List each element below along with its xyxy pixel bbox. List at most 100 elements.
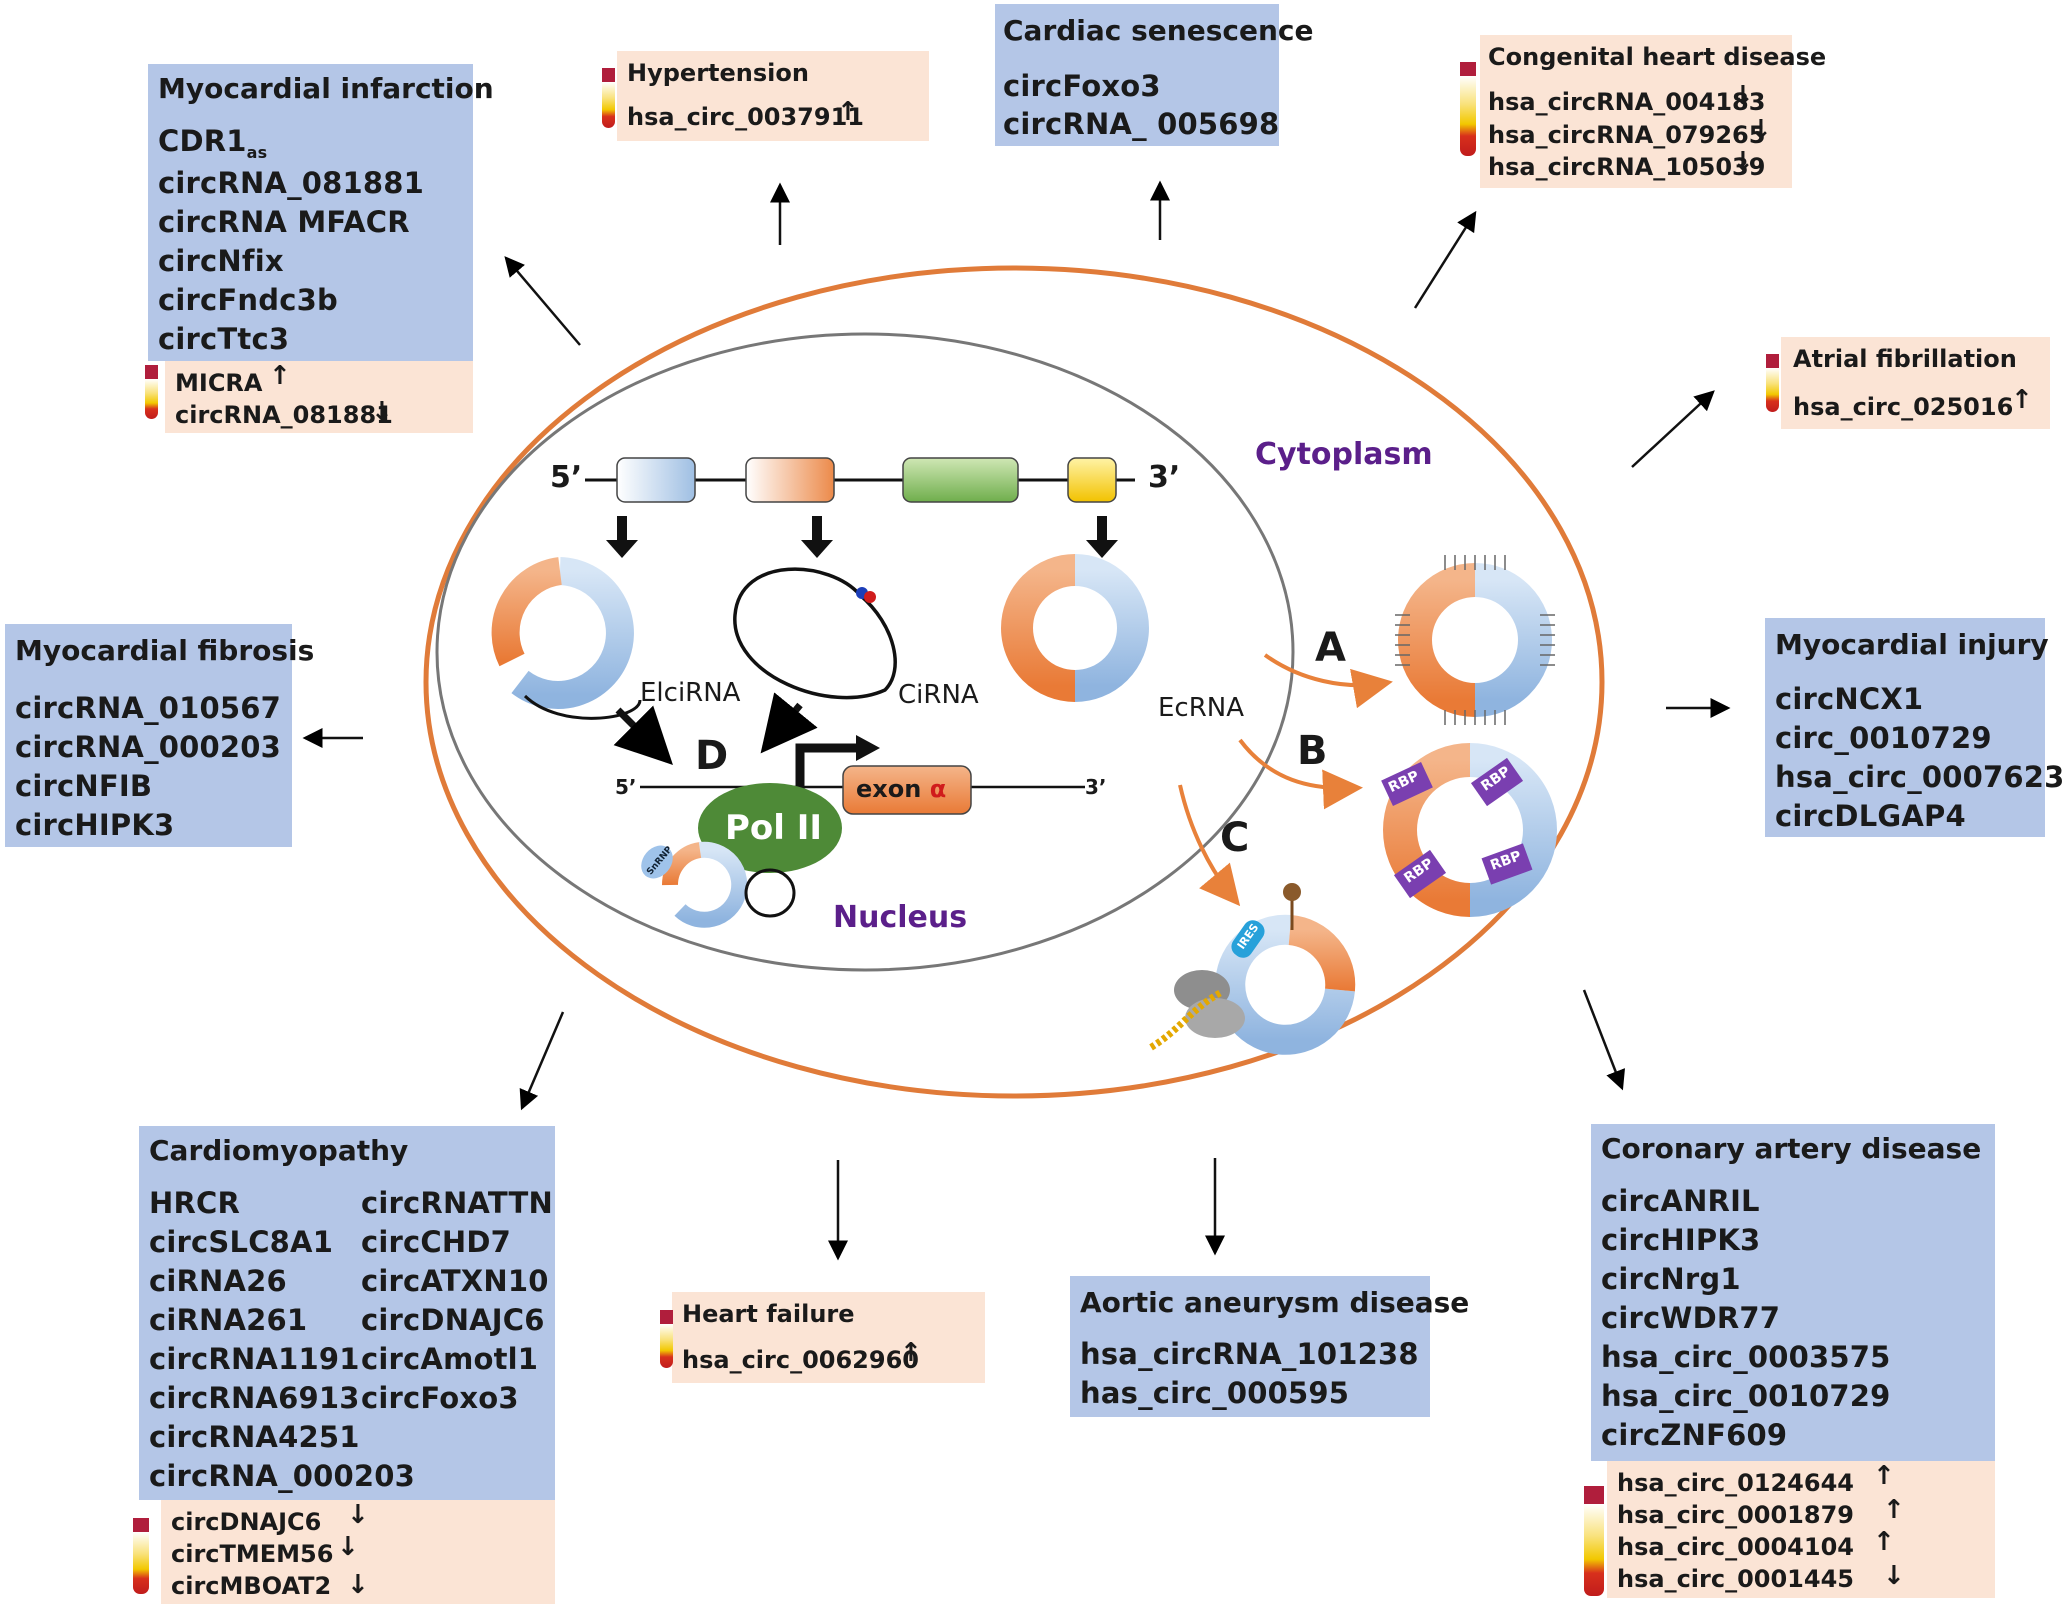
cm-blood-2: circTMEM56 [171, 1540, 334, 1568]
cad-blood-tube-icon [1584, 1486, 1604, 1596]
cm-title: Cardiomyopathy [149, 1134, 409, 1167]
cm-left-3: ciRNA26 [149, 1264, 287, 1298]
mf-item-2: circRNA_000203 [15, 730, 282, 764]
congenital-heart-disease-box: Congenital heart disease hsa_circRNA_004… [1480, 35, 1826, 188]
mf-item-1: circRNA_010567 [15, 691, 282, 725]
mi-blood-tube-icon [145, 365, 158, 419]
minj-item-4: circDLGAP4 [1775, 799, 1966, 833]
snrnp-complex [641, 841, 796, 928]
aa-item-1: hsa_circRNA_101238 [1080, 1337, 1419, 1371]
mf-item-4: circHIPK3 [15, 808, 175, 842]
af-title: Atrial fibrillation [1793, 345, 2017, 373]
myocardial-injury-box: Myocardial injury circNCX1 circ_0010729 … [1765, 618, 2064, 837]
cad-blood-3: hsa_circ_0004104 [1617, 1533, 1854, 1561]
chd-blood-1-trend: ↓ [1732, 81, 1754, 111]
coronary-artery-disease-box: Coronary artery disease circANRIL circHI… [1591, 1124, 1995, 1461]
cad-item-2: circHIPK3 [1601, 1223, 1761, 1257]
cm-right-2: circCHD7 [361, 1225, 512, 1259]
minj-item-3: hsa_circ_0007623 [1775, 760, 2065, 794]
nucleus-label: Nucleus [833, 900, 968, 935]
af-blood-tube-icon [1766, 354, 1779, 412]
cardiomyopathy-box: Cardiomyopathy HRCR circSLC8A1 ciRNA26 c… [139, 1126, 555, 1500]
cm-left-2: circSLC8A1 [149, 1225, 334, 1259]
hf-blood-1-trend: ↑ [900, 1338, 922, 1368]
five-prime-dna: 5’ [615, 775, 637, 799]
mi-item-5: circFndc3b [158, 283, 338, 317]
cad-blood-box: hsa_circ_0124644 ↑ hsa_circ_0001879 ↑ hs… [1607, 1461, 1995, 1598]
cs-item-1: circFoxo3 [1003, 69, 1161, 103]
cad-item-7: circZNF609 [1601, 1418, 1788, 1452]
mi-item-3: circRNA MFACR [158, 205, 410, 239]
af-blood-1: hsa_circ_025016 [1793, 393, 2014, 421]
five-prime-label: 5’ [550, 460, 583, 495]
hf-title: Heart failure [682, 1300, 855, 1328]
myocardial-fibrosis-box: Myocardial fibrosis circRNA_010567 circR… [5, 624, 314, 847]
mf-title: Myocardial fibrosis [15, 634, 315, 667]
cad-blood-3-trend: ↑ [1873, 1527, 1895, 1557]
chd-blood-3-trend: ↓ [1732, 147, 1754, 177]
cm-left-5: circRNA1191 [149, 1342, 360, 1376]
aa-item-2: has_circ_000595 [1080, 1376, 1350, 1410]
hypertension-blood-tube-icon [602, 68, 615, 128]
label-d: D [695, 733, 729, 779]
cm-left-7: circRNA4251 [149, 1420, 360, 1454]
cad-item-3: circNrg1 [1601, 1262, 1741, 1296]
cad-blood-4-trend: ↓ [1883, 1561, 1905, 1591]
cm-left-6: circRNA6913 [149, 1381, 360, 1415]
pol2-blob [698, 783, 842, 873]
hypertension-blood-1: hsa_circ_0037911 [627, 103, 864, 131]
mi-blood-2-trend: ↓ [371, 397, 393, 427]
cad-item-1: circANRIL [1601, 1184, 1760, 1218]
myocardial-infarction-title: Myocardial infarction [158, 72, 494, 105]
cad-item-4: circWDR77 [1601, 1301, 1781, 1335]
myocardial-infarction-box: Myocardial infarction CDR1as circRNA_081… [148, 64, 494, 361]
cardiac-senescence-title: Cardiac senescence [1003, 14, 1314, 47]
cad-blood-1-trend: ↑ [1873, 1461, 1895, 1491]
cm-blood-tube-icon [133, 1518, 149, 1594]
cardiomyopathy-blood-box: circDNAJC6 ↓ circTMEM56 ↓ circMBOAT2 ↓ [161, 1500, 555, 1604]
af-blood-1-trend: ↑ [2011, 385, 2033, 415]
down-arrows [606, 516, 1118, 558]
cad-item-5: hsa_circ_0003575 [1601, 1340, 1891, 1374]
chd-blood-1: hsa_circRNA_004183 [1488, 88, 1766, 116]
exon-1 [616, 457, 696, 503]
cs-item-2: circRNA_ 005698 [1003, 107, 1280, 141]
outward-arrows [302, 180, 1731, 1261]
mi-blood-1: MICRA [175, 369, 263, 397]
exon-2 [745, 457, 835, 503]
cirna-label: CiRNA [898, 680, 979, 710]
minj-title: Myocardial injury [1775, 628, 2049, 661]
minj-item-2: circ_0010729 [1775, 721, 1992, 755]
cell-membrane [423, 265, 1605, 1099]
hypertension-title: Hypertension [627, 59, 809, 87]
nucleus-membrane [435, 332, 1295, 972]
rbp-ring [1381, 743, 1557, 917]
cm-left-8: circRNA_000203 [149, 1459, 416, 1493]
exon-3 [902, 457, 1019, 503]
label-b: B [1297, 728, 1328, 774]
atrial-fibrillation-box: Atrial fibrillation hsa_circ_025016 ↑ [1781, 337, 2050, 429]
hf-blood-tube-icon [660, 1310, 673, 1368]
chd-blood-2-trend: ↓ [1750, 115, 1772, 145]
cm-blood-3-trend: ↓ [347, 1570, 369, 1600]
mi-blood-2: circRNA_081881 [175, 401, 393, 429]
cad-blood-4: hsa_circ_0001445 [1617, 1565, 1854, 1593]
hypertension-box: Hypertension hsa_circ_0037911 ↑ [617, 51, 929, 141]
cardiac-senescence-box: Cardiac senescence circFoxo3 circRNA_ 00… [995, 4, 1314, 146]
label-c: C [1220, 815, 1250, 861]
hypertension-blood-1-trend: ↑ [837, 97, 859, 127]
three-prime-label: 3’ [1148, 460, 1181, 495]
cirna-loop [733, 567, 897, 700]
mi-item-6: circTtc3 [158, 322, 290, 356]
translation-complex [1148, 883, 1356, 1055]
mi-item-2: circRNA_081881 [158, 166, 425, 200]
cm-blood-1: circDNAJC6 [171, 1508, 322, 1536]
chd-blood-2: hsa_circRNA_079265 [1488, 121, 1766, 149]
ecrna-label: EcRNA [1158, 693, 1245, 723]
mi-item-1: CDR1as [158, 124, 268, 162]
cm-left-1: HRCR [149, 1186, 241, 1220]
elcirna-label: ElciRNA [640, 678, 741, 708]
chd-title: Congenital heart disease [1488, 43, 1827, 71]
chd-blood-tube-icon [1460, 62, 1476, 156]
